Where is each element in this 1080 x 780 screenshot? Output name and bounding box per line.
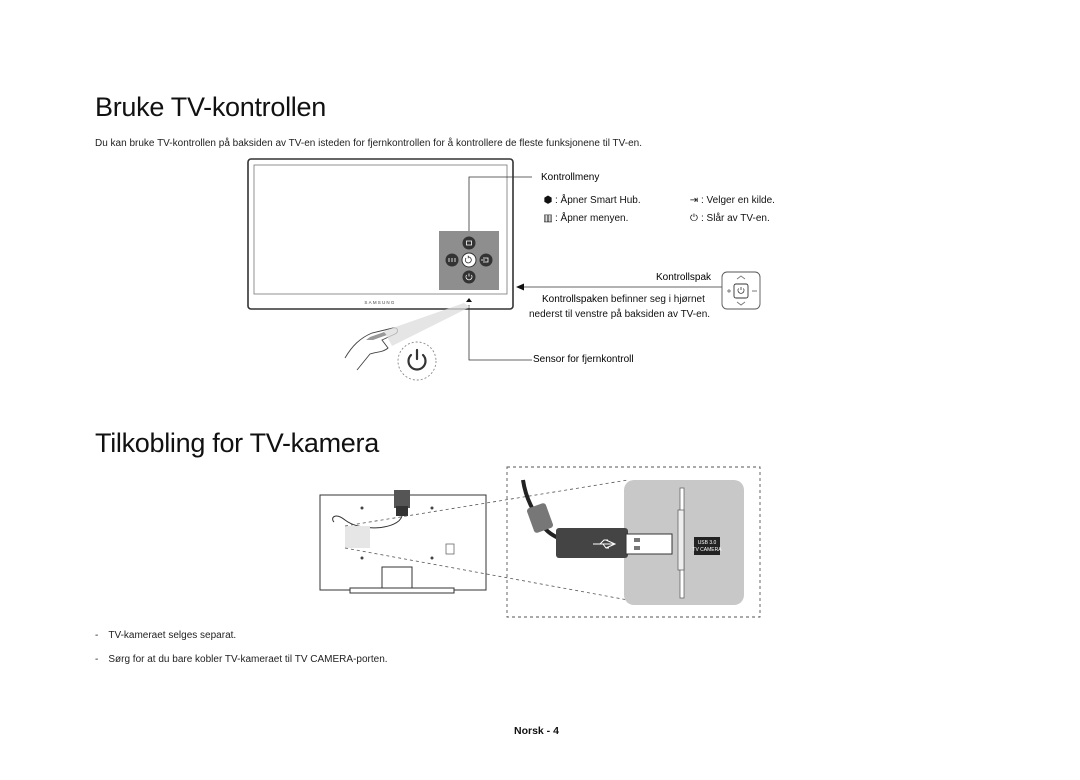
panel-smart-hub-button	[462, 236, 476, 250]
tv-stand-neck	[381, 566, 413, 590]
camera-mount	[396, 506, 408, 516]
intro-text: Du kan bruke TV-kontrollen på baksiden a…	[95, 138, 642, 149]
page-number: Norsk - 4	[514, 725, 559, 737]
sensor-label: Sensor for fjernkontroll	[533, 354, 634, 365]
panel-source-button	[479, 253, 493, 267]
power-icon	[407, 348, 427, 371]
camera-cable	[332, 515, 403, 529]
panel-power-button	[462, 270, 476, 284]
joystick-desc-bold: Kontrollspaken	[542, 294, 609, 305]
joystick-heading: Kontrollspak	[656, 272, 712, 283]
leader-sensor	[468, 305, 532, 361]
source-icon: ⇥	[689, 195, 699, 206]
tv-controller-illustration: SAMSUNG	[247, 158, 761, 381]
joystick-description: Kontrollspaken befinner seg i hjørnet	[542, 294, 705, 305]
port-label-usb: USB 3.0	[698, 540, 717, 546]
camera-top	[394, 490, 410, 508]
usb-symbol-icon	[593, 539, 617, 549]
joystick-description-line2: nederst til venstre på baksiden av TV-en…	[529, 309, 711, 320]
menu-item-power: ⏻: Slår av TV-en.	[687, 213, 770, 224]
usb-plug-body	[556, 528, 628, 558]
port-area	[345, 526, 370, 548]
menu-item-source: ⇥: Velger en kilde.	[687, 195, 775, 206]
menu-item-menu: ▥: Åpner menyen.	[541, 213, 628, 224]
list-item: -Sørg for at du bare kobler TV-kameraet …	[95, 654, 388, 665]
section-title-tv-camera: Tilkobling for TV-kamera	[95, 428, 379, 458]
tv-stand-base	[349, 587, 455, 594]
leader-control-menu	[468, 176, 532, 231]
usb-plug-connector	[625, 533, 673, 555]
smart-hub-icon: ⬢	[543, 195, 553, 206]
section-title-tv-controller: Bruke TV-kontrollen	[95, 92, 326, 122]
tv-brand-logo: SAMSUNG	[364, 300, 395, 305]
power-symbol-circle	[397, 341, 437, 381]
menu-icon: ▥	[543, 213, 553, 224]
ferrite-core	[527, 503, 553, 533]
tv-camera-illustration: USB 3.0 TV CAMERA	[319, 466, 761, 618]
port-label-camera: TV CAMERA	[692, 547, 722, 553]
remote-signal-beam	[384, 303, 470, 346]
tv-camera-port	[694, 537, 720, 555]
power-icon: ⏻	[690, 213, 698, 224]
bullet-list: -TV-kameraet selges separat. -Sørg for a…	[95, 630, 388, 678]
sensor-marker	[466, 298, 472, 302]
arrow-head-icon	[516, 283, 524, 291]
list-item: -TV-kameraet selges separat.	[95, 630, 237, 641]
joystick-desc-rest: befinner seg i hjørnet	[608, 294, 705, 305]
panel-return-button	[461, 252, 477, 268]
menu-item-smart-hub: ⬢: Åpner Smart Hub.	[541, 195, 641, 206]
control-menu-heading: Kontrollmeny	[541, 172, 600, 183]
